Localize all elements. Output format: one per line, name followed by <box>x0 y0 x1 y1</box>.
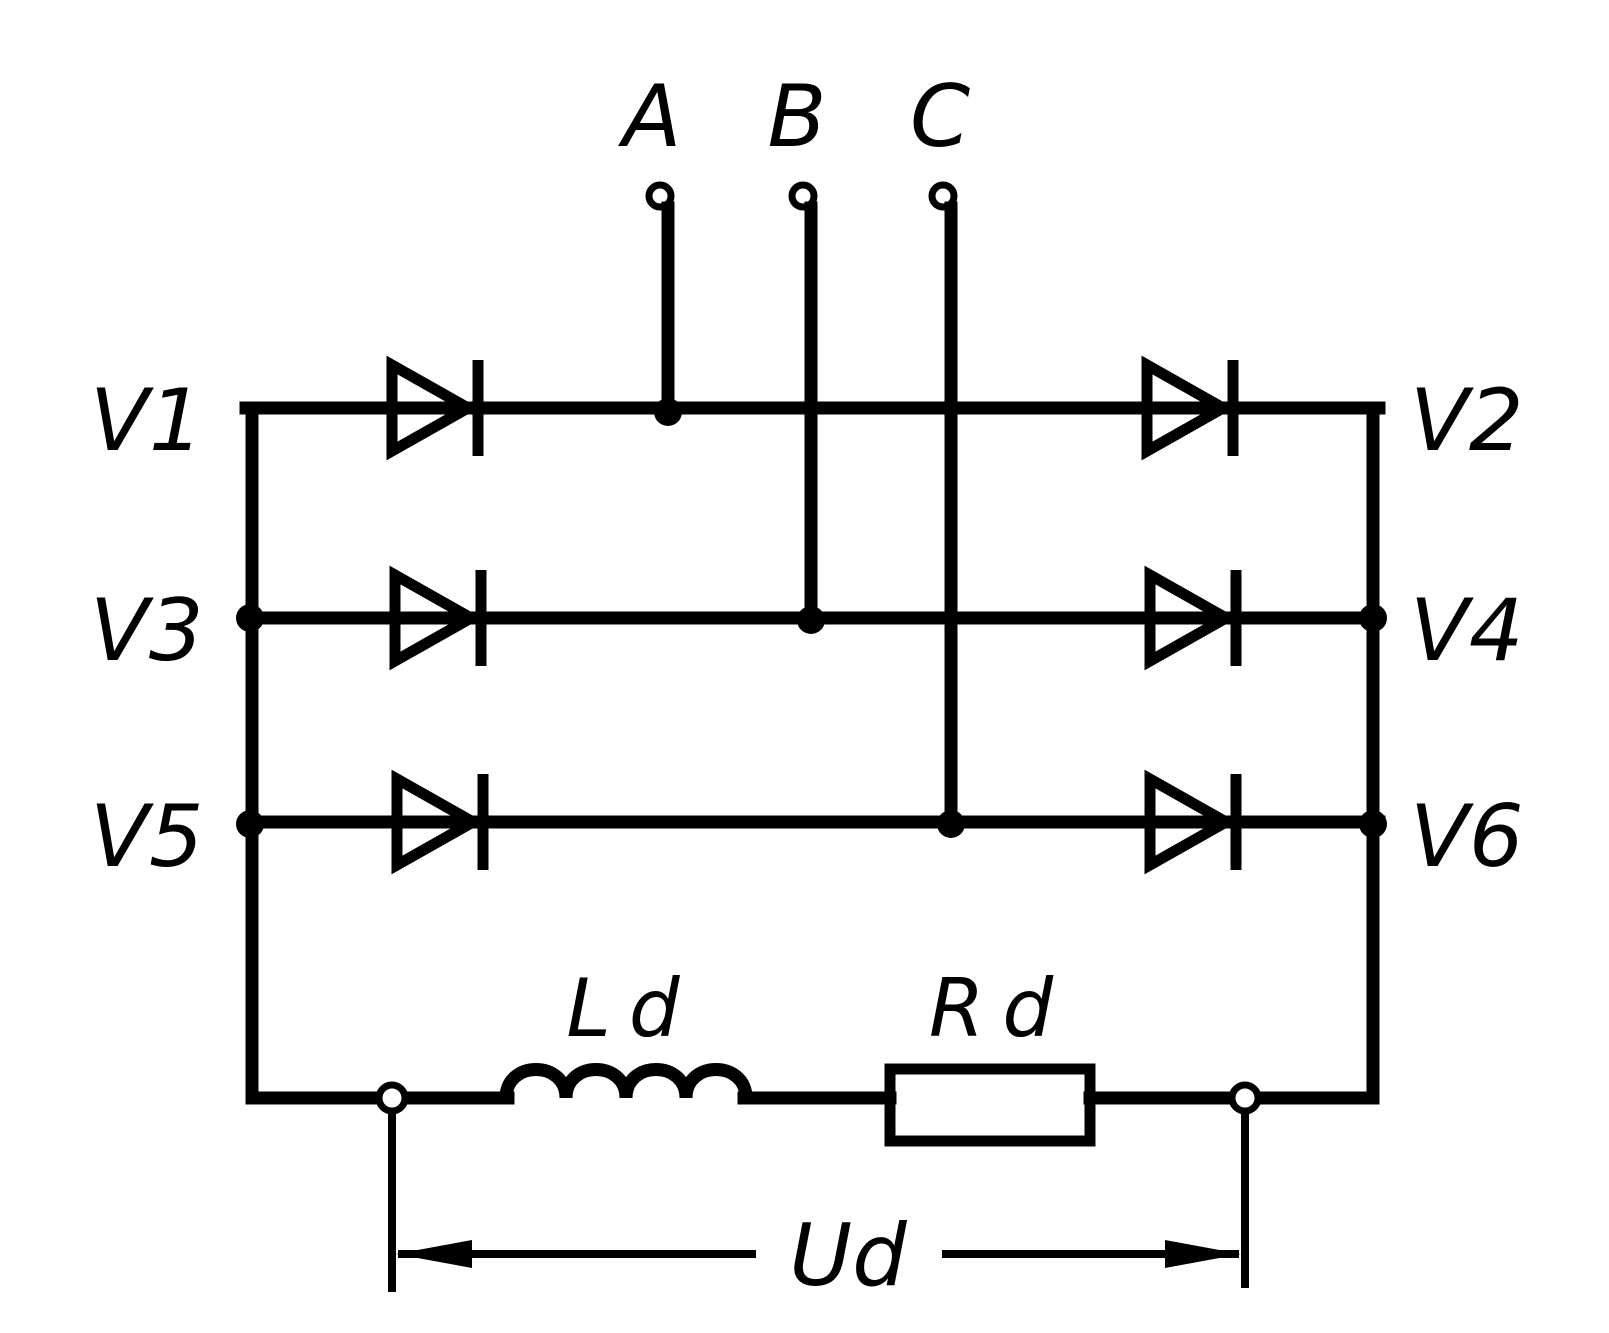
label-output-voltage: Ud <box>789 1206 907 1306</box>
label-v1: V1 <box>90 371 204 471</box>
label-phase-a: A <box>618 67 682 167</box>
label-v3: V3 <box>90 581 204 681</box>
ud-arrow-left-icon <box>396 1240 472 1268</box>
diode-v5 <box>391 769 489 875</box>
diode-v1 <box>386 355 484 461</box>
junction-right-row-3 <box>1359 810 1387 838</box>
label-v5: V5 <box>90 787 204 887</box>
label-inductor: Ld <box>566 962 697 1055</box>
right-bus <box>1225 401 1380 1105</box>
junction-a <box>654 398 682 426</box>
diode-v2 <box>1141 355 1239 461</box>
resistor-rd <box>884 1063 1096 1147</box>
label-phase-c: C <box>910 67 970 167</box>
label-resistor: Rd <box>929 962 1071 1055</box>
junction-left-row-3 <box>236 810 264 838</box>
junction-c <box>937 810 965 838</box>
label-v6: V6 <box>1410 787 1524 887</box>
label-v2: V2 <box>1410 371 1524 471</box>
label-v4: V4 <box>1410 581 1524 681</box>
diode-v6 <box>1144 769 1242 875</box>
label-phase-b: B <box>768 67 827 167</box>
junction-left-row-2 <box>236 604 264 632</box>
junction-b <box>797 606 825 634</box>
output-terminal-left <box>375 1081 409 1115</box>
ud-arrow-right-icon <box>1165 1240 1241 1268</box>
junction-right-row-2 <box>1359 604 1387 632</box>
output-terminal-right <box>1228 1081 1262 1115</box>
left-bus <box>245 401 387 1105</box>
diode-v4 <box>1144 565 1242 671</box>
diode-v3 <box>389 565 487 671</box>
inductor-ld <box>499 1063 753 1105</box>
